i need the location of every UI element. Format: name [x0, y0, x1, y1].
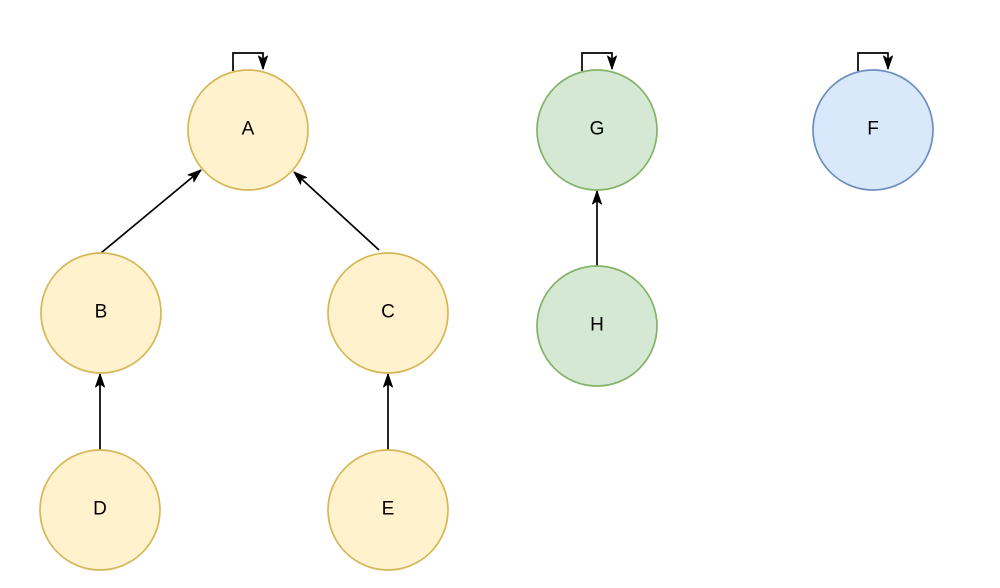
node-A: A: [187, 69, 309, 191]
node-D-circle[interactable]: [39, 449, 161, 571]
node-C-circle[interactable]: [327, 252, 449, 374]
edge-C-A[interactable]: [293, 171, 380, 251]
node-H: H: [536, 265, 658, 387]
node-B-circle[interactable]: [40, 252, 162, 374]
node-A-circle[interactable]: [187, 69, 309, 191]
node-F-circle[interactable]: [812, 69, 934, 191]
self-loop-G[interactable]: [581, 52, 617, 71]
node-G: G: [536, 69, 658, 191]
node-D: D: [39, 449, 161, 571]
node-H-circle[interactable]: [536, 265, 658, 387]
node-B: B: [40, 252, 162, 374]
node-F: F: [812, 69, 934, 191]
node-G-circle[interactable]: [536, 69, 658, 191]
self-loop-A[interactable]: [232, 52, 268, 71]
node-C: C: [327, 252, 449, 374]
node-E-circle[interactable]: [327, 449, 449, 571]
edge-B-A[interactable]: [100, 169, 202, 254]
self-loop-F[interactable]: [857, 52, 893, 71]
node-E: E: [327, 449, 449, 571]
